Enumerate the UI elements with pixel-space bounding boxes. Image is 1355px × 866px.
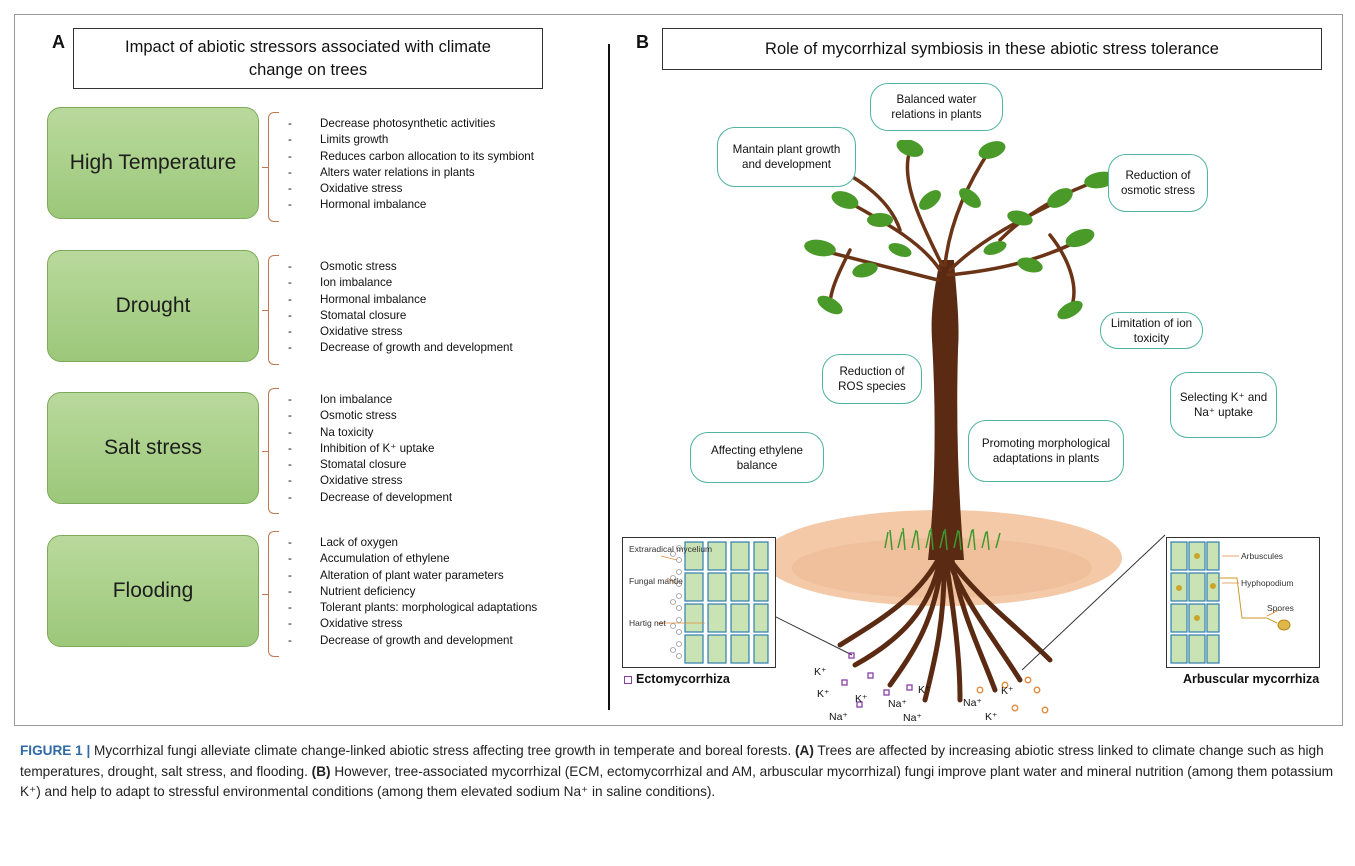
role-morphological: Promoting morphological adaptations in p…	[968, 420, 1124, 482]
effect-item: Oxidative stress	[288, 181, 534, 198]
effect-item: Nutrient deficiency	[288, 584, 537, 601]
stressor-effects-list: Lack of oxygenAccumulation of ethyleneAl…	[288, 535, 537, 649]
stressor-box: Salt stress	[47, 392, 259, 504]
tree-illustration	[621, 140, 1166, 714]
effect-item: Reduces carbon allocation to its symbion…	[288, 149, 534, 166]
role-selecting-uptake: Selecting K⁺ and Na⁺ uptake	[1170, 372, 1277, 438]
effects-brace	[262, 255, 279, 365]
stressor-effects-list: Decrease photosynthetic activitiesLimits…	[288, 116, 534, 214]
ecm-extraradical-label: Extraradical mycelium	[629, 544, 713, 554]
ion-k: K⁺	[817, 688, 830, 700]
effect-item: Hormonal imbalance	[288, 292, 513, 309]
effect-item: Ion imbalance	[288, 275, 513, 292]
effects-brace	[262, 531, 279, 658]
role-balanced-water: Balanced water relations in plants	[870, 83, 1003, 131]
effect-item: Lack of oxygen	[288, 535, 537, 552]
effects-brace	[262, 112, 279, 222]
panel-b-title: Role of mycorrhizal symbiosis in these a…	[662, 28, 1322, 70]
ion-k: K⁺	[985, 711, 998, 723]
effects-brace	[262, 388, 279, 515]
caption-panel-b-ref: (B)	[311, 763, 331, 779]
arbuscular-ion-markers	[976, 676, 1049, 714]
stressor-effects-list: Ion imbalanceOsmotic stressNa toxicityIn…	[288, 392, 452, 506]
caption-text: Mycorrhizal fungi alleviate climate chan…	[90, 743, 795, 758]
arbuscular-mycorrhiza-label: Arbuscular mycorrhiza	[1183, 672, 1320, 686]
grass	[884, 527, 1001, 551]
arbuscular-inset: Arbuscules Hyphopodium Spores	[1166, 537, 1320, 668]
stressor-box: Drought	[47, 250, 259, 362]
figure-frame	[14, 14, 1343, 726]
effect-item: Decrease of growth and development	[288, 340, 513, 357]
panel-divider	[608, 44, 610, 710]
ion-k: K⁺	[814, 666, 827, 678]
ion-na: Na⁺	[963, 697, 982, 709]
panel-b-letter: B	[636, 32, 649, 52]
effect-item: Oxidative stress	[288, 473, 452, 490]
caption-text: Trees are affected by increasing abiotic…	[20, 743, 1324, 779]
effect-item: Decrease photosynthetic activities	[288, 116, 534, 133]
effect-item: Alteration of plant water parameters	[288, 568, 537, 585]
am-hyphopodium-label: Hyphopodium	[1241, 578, 1294, 588]
effect-item: Decrease of growth and development	[288, 633, 537, 650]
role-ros-reduction: Reduction of ROS species	[822, 354, 922, 404]
stressor-effects-list: Osmotic stressIon imbalanceHormonal imba…	[288, 259, 513, 357]
effect-item: Decrease of development	[288, 490, 452, 507]
effect-item: Inhibition of K⁺ uptake	[288, 441, 452, 458]
stressor-box: High Temperature	[47, 107, 259, 219]
am-spores-label: Spores	[1267, 603, 1294, 613]
effect-item: Oxidative stress	[288, 616, 537, 633]
panel-a-letter: A	[52, 32, 65, 52]
ion-k: K⁺	[1001, 685, 1014, 697]
tree-trunk	[928, 260, 964, 560]
effect-item: Alters water relations in plants	[288, 165, 534, 182]
effect-item: Osmotic stress	[288, 259, 513, 276]
roots	[837, 557, 1053, 703]
effect-item: Limits growth	[288, 132, 534, 149]
caption-lead: FIGURE 1 |	[20, 743, 91, 758]
ectomycorrhiza-label: Ectomycorrhiza	[636, 672, 730, 686]
stressor-box: Flooding	[47, 535, 259, 647]
ecm-hartig-net-label: Hartig net	[629, 618, 666, 628]
effect-item: Accumulation of ethylene	[288, 551, 537, 568]
ectomycorrhiza-marker-icon	[624, 676, 632, 684]
ion-na: Na⁺	[903, 712, 922, 724]
ectomycorrhiza-ion-markers	[841, 652, 913, 708]
role-osmotic-reduction: Reduction of osmotic stress	[1108, 154, 1208, 212]
effect-item: Tolerant plants: morphological adaptatio…	[288, 600, 537, 617]
ion-na: Na⁺	[829, 711, 848, 723]
role-maintain-growth: Mantain plant growth and development	[717, 127, 856, 187]
role-ion-toxicity: Limitation of ion toxicity	[1100, 312, 1203, 349]
caption-text: However, tree-associated mycorrhizal (EC…	[20, 763, 1334, 800]
ectomycorrhiza-inset: Extraradical mycelium Fungal mantle Hart…	[622, 537, 776, 668]
figure-caption: FIGURE 1 | Mycorrhizal fungi alleviate c…	[20, 741, 1338, 803]
effect-item: Stomatal closure	[288, 308, 513, 325]
am-arbuscules-label: Arbuscules	[1241, 551, 1284, 561]
leaves	[804, 140, 1116, 320]
branches	[818, 148, 1102, 312]
caption-panel-a-ref: (A)	[795, 743, 814, 758]
effect-item: Ion imbalance	[288, 392, 452, 409]
effect-item: Osmotic stress	[288, 408, 452, 425]
effect-item: Stomatal closure	[288, 457, 452, 474]
effect-item: Hormonal imbalance	[288, 197, 534, 214]
ion-k: K⁺	[855, 693, 868, 705]
panel-a-title: Impact of abiotic stressors associated w…	[73, 28, 543, 89]
ion-na: Na⁺	[888, 698, 907, 710]
role-ethylene-balance: Affecting ethylene balance	[690, 432, 824, 483]
ion-k: K⁺	[918, 684, 931, 696]
effect-item: Na toxicity	[288, 425, 452, 442]
effect-item: Oxidative stress	[288, 324, 513, 341]
ecm-fungal-mantle-label: Fungal mantle	[629, 576, 683, 586]
